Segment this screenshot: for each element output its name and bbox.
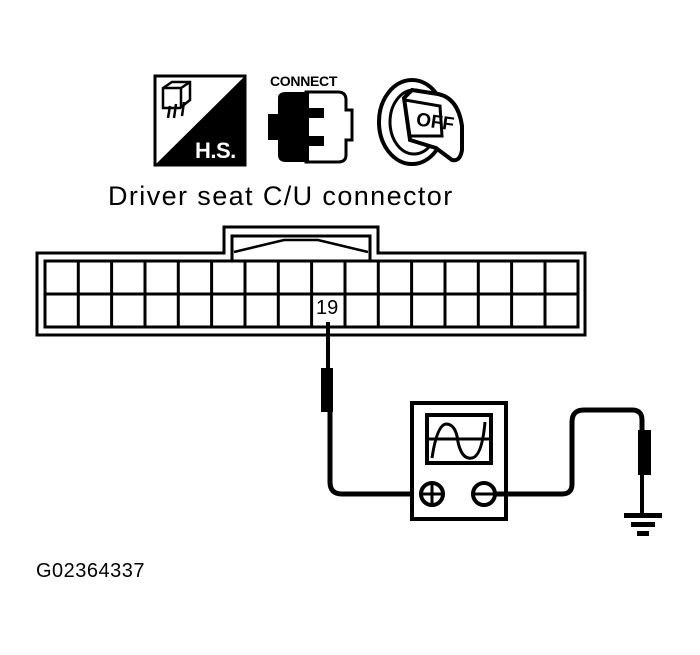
positive-terminal bbox=[419, 481, 445, 507]
harness-side-label: H.S. bbox=[195, 138, 236, 163]
oscilloscope bbox=[410, 401, 508, 521]
harness-side-icon bbox=[153, 74, 247, 167]
terminal-number-label: 19 bbox=[315, 297, 340, 319]
negative-terminal bbox=[471, 481, 497, 507]
negative-probe-lead bbox=[495, 407, 651, 515]
connector-terminal-grid bbox=[43, 259, 580, 329]
figure-id: G02364337 bbox=[36, 560, 146, 582]
connect-icon bbox=[268, 90, 354, 164]
ignition-key-off-icon bbox=[377, 78, 464, 166]
connector-housing bbox=[35, 225, 587, 337]
ground-symbol bbox=[624, 513, 662, 536]
positive-probe-lead bbox=[321, 322, 430, 497]
diagram-title: Driver seat C/U connector bbox=[108, 181, 454, 211]
connect-label: CONNECT bbox=[270, 73, 338, 89]
